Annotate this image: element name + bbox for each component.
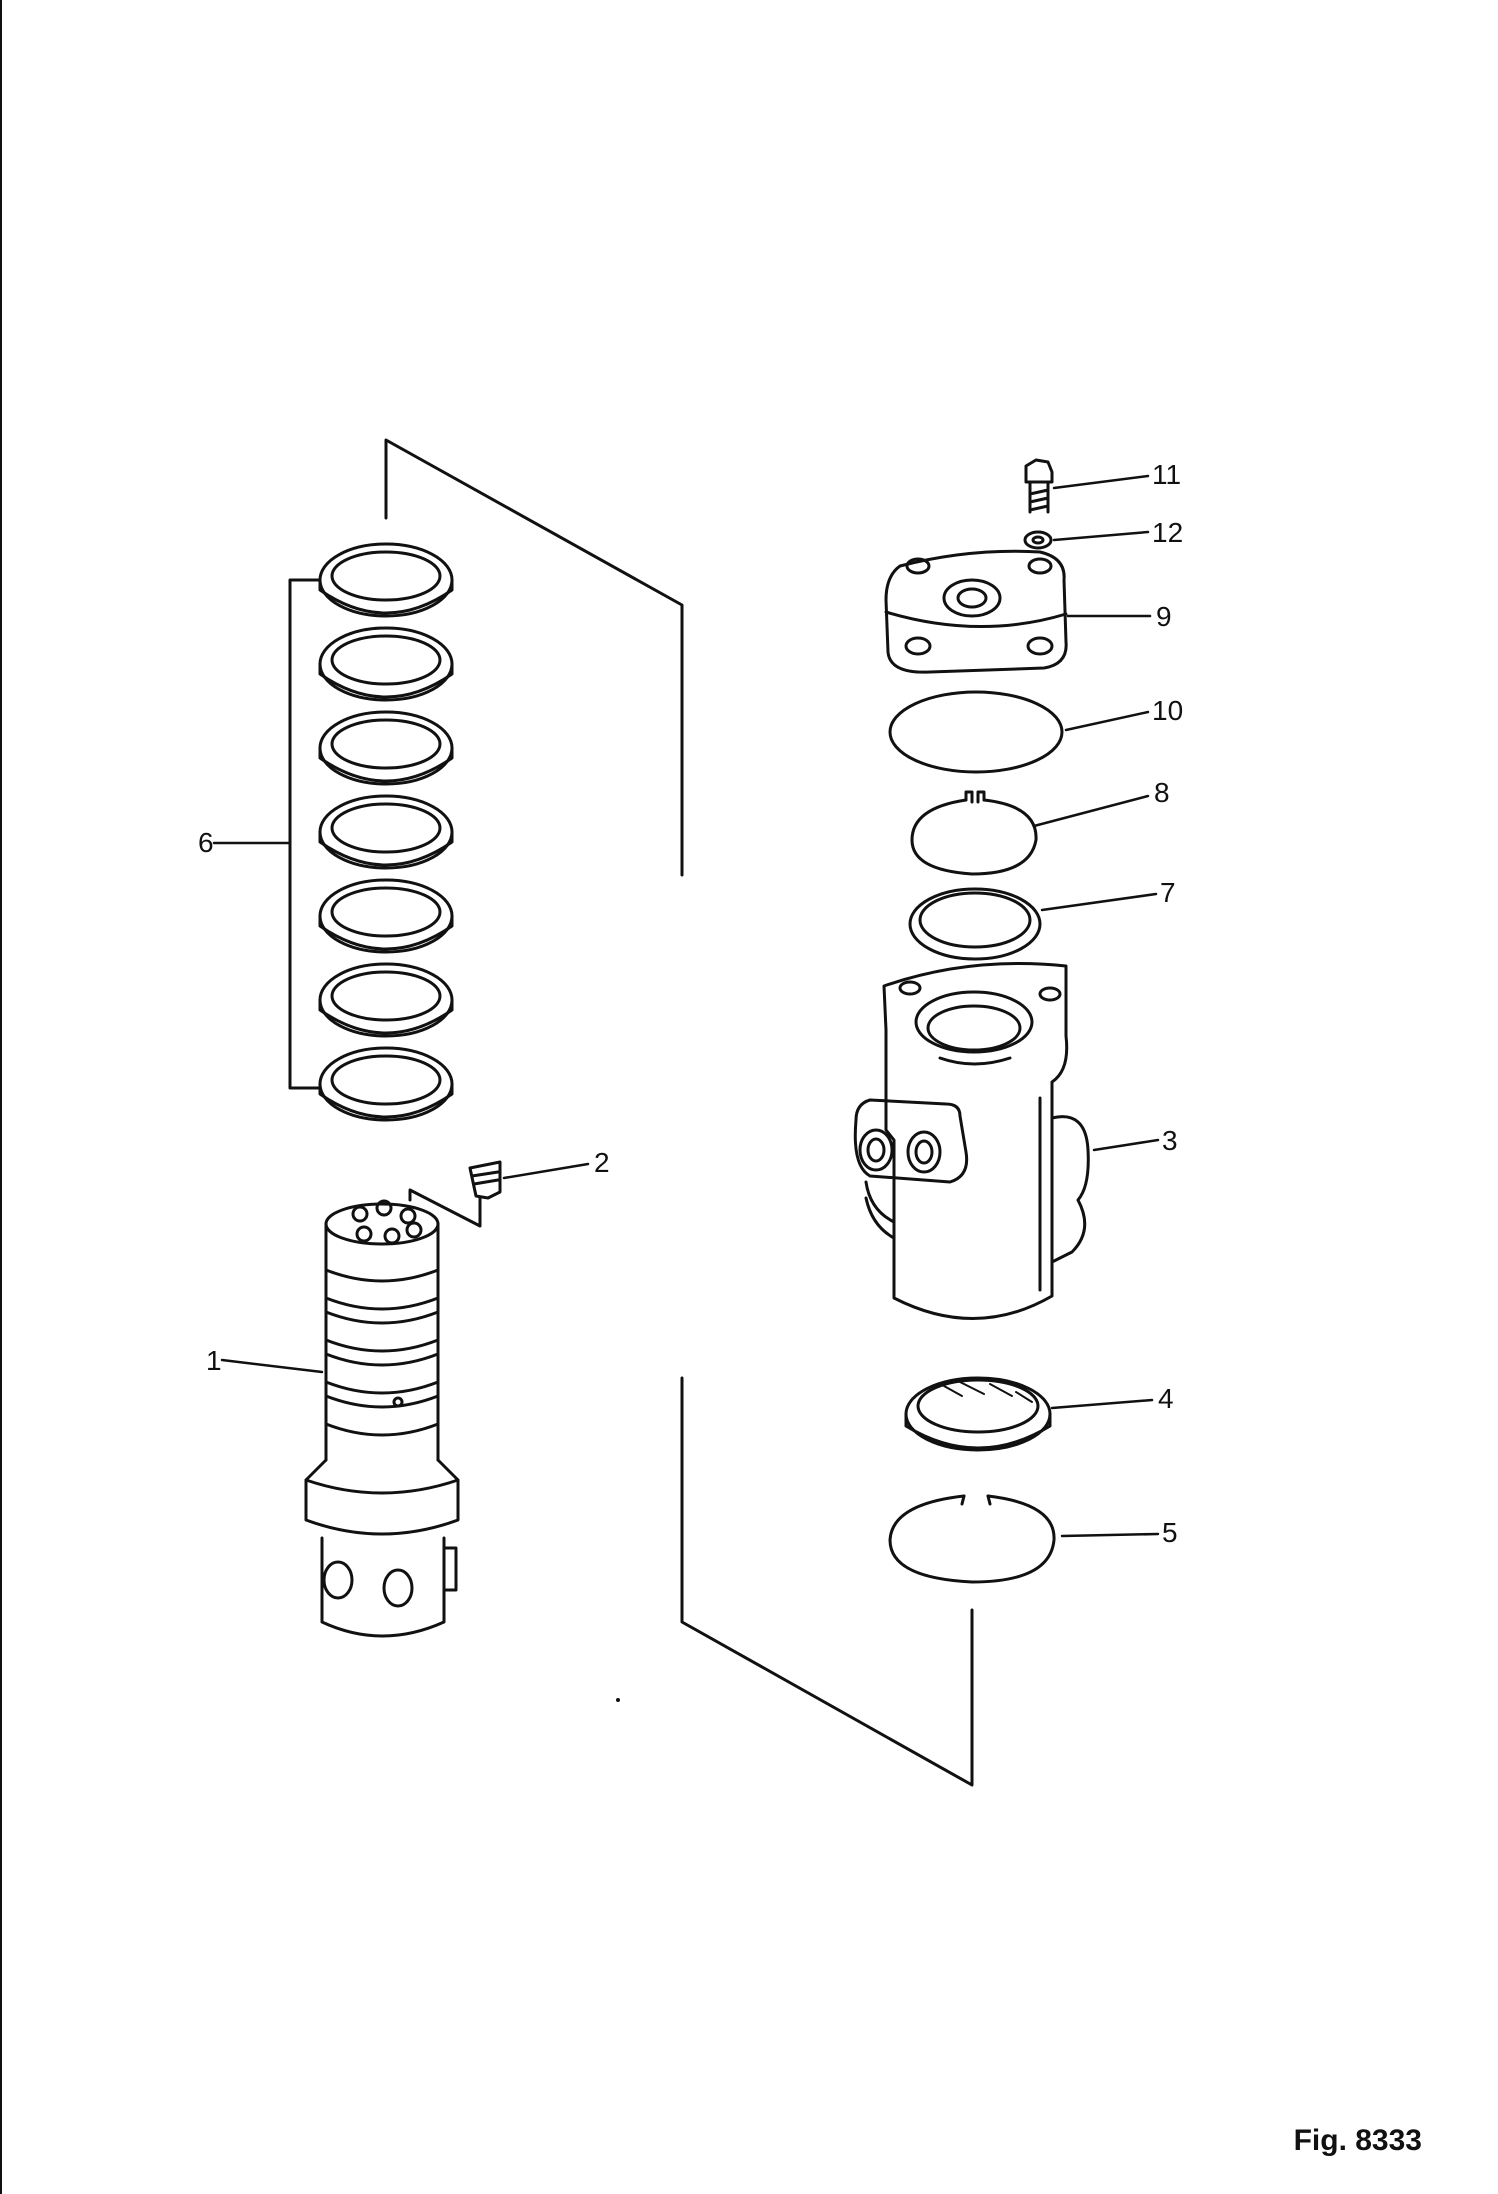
callout-12: 12 [1152,517,1183,548]
seal-ring [318,962,454,1038]
plug-part [408,1160,502,1228]
callout-labels: 1 2 3 4 5 6 7 8 9 10 11 12 [198,459,1183,1548]
callout-10: 10 [1152,695,1183,726]
callout-11: 11 [1152,459,1181,490]
seal-ring [318,626,454,702]
callout-7: 7 [1160,877,1176,908]
leader-lines [212,474,1160,1538]
callout-6: 6 [198,827,214,858]
snap-ring-part [910,790,1038,876]
housing-part [853,962,1090,1320]
stray-dot [616,1698,620,1702]
thrust-ring-part [904,1376,1052,1452]
bolt-part [1024,458,1054,514]
callout-8: 8 [1154,777,1170,808]
callout-4: 4 [1158,1383,1174,1414]
callout-5: 5 [1162,1517,1178,1548]
seal-ring [318,878,454,954]
seal-ring [318,1046,454,1122]
callout-3: 3 [1162,1125,1178,1156]
swivel-shaft-part [304,1199,460,1638]
cover-part [884,549,1068,674]
retaining-ring-part [888,1494,1056,1584]
seal-ring [318,542,454,618]
ring-part [908,887,1042,961]
left-border-line [0,0,2,2194]
ring-group-bracket [288,578,322,1090]
assembly-guide-lines [384,438,974,1787]
seal-ring [318,710,454,786]
callout-1: 1 [206,1345,222,1376]
seal-ring [318,794,454,870]
callout-9: 9 [1156,601,1172,632]
callout-2: 2 [594,1147,610,1178]
o-ring-part [888,690,1064,774]
figure-caption: Fig. 8333 [1293,2124,1422,2157]
seal-ring-stack [318,542,454,1122]
washer-part [1023,530,1053,550]
